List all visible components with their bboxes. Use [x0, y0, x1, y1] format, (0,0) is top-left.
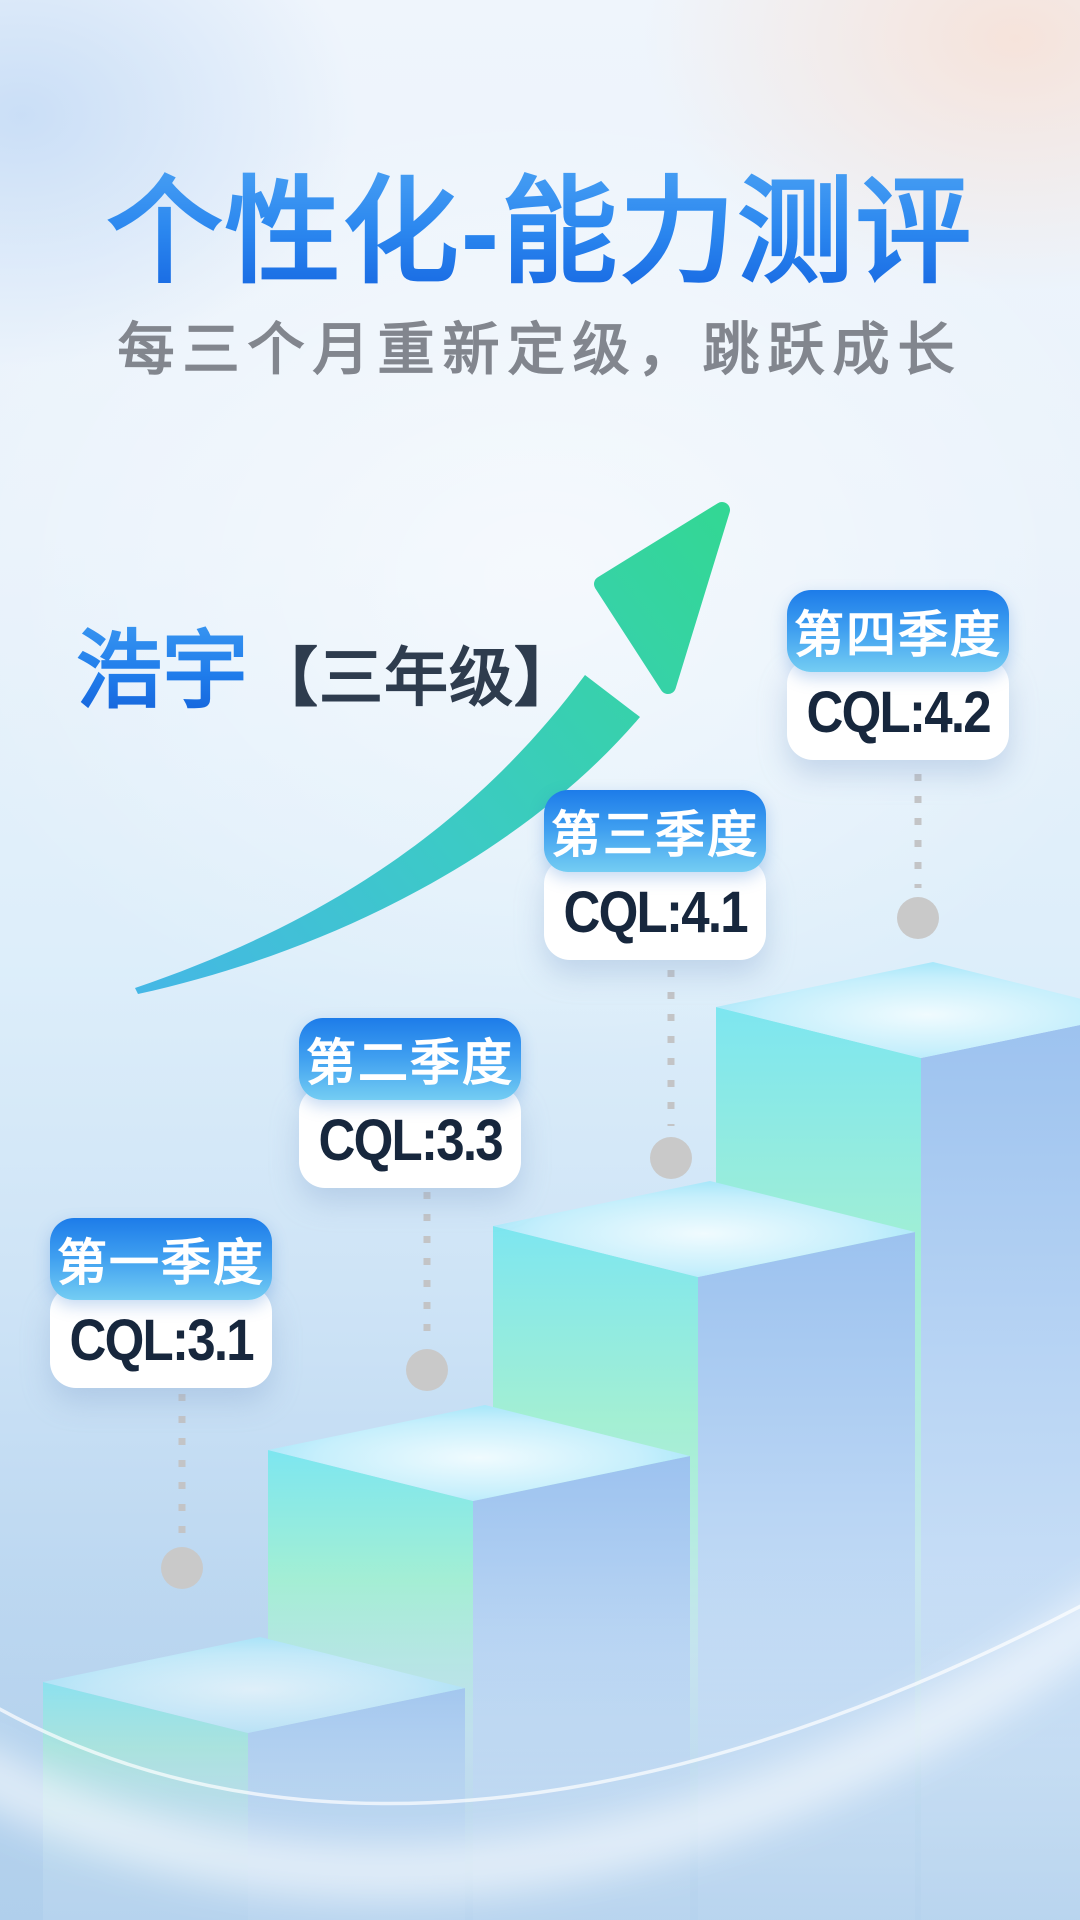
quarter-badge-4: 第四季度 CQL:4.2: [787, 590, 1009, 760]
student-name: 浩宇: [76, 600, 248, 725]
background-light-band: [0, 1595, 1080, 1899]
dot-q4: [897, 897, 939, 939]
growth-arrow-head: [594, 502, 730, 694]
quarter-1-label: 第一季度: [50, 1218, 272, 1300]
dot-q1: [161, 1547, 203, 1589]
stair-step-3-top-face: [493, 1181, 915, 1277]
quarter-4-score: CQL:4.2: [806, 679, 991, 745]
quarter-connectors: [178, 774, 922, 1538]
quarter-badge-1: 第一季度 CQL:3.1: [50, 1218, 272, 1388]
page-title: 个性化-能力测评: [0, 138, 1080, 306]
quarter-badge-3: 第三季度 CQL:4.1: [544, 790, 766, 960]
quarter-4-label: 第四季度: [787, 590, 1009, 672]
stair-step-4-top-face: [716, 962, 1080, 1058]
quarter-2-score: CQL:3.3: [318, 1107, 503, 1173]
dot-q2: [406, 1349, 448, 1391]
student-grade: 【三年级】: [254, 642, 579, 714]
quarter-1-score-card: CQL:3.1: [50, 1286, 272, 1388]
student-info: 浩宇 【三年级】: [76, 600, 579, 725]
dot-q3: [650, 1137, 692, 1179]
quarter-2-score-card: CQL:3.3: [299, 1086, 521, 1188]
quarter-3-score: CQL:4.1: [563, 879, 748, 945]
quarter-3-score-card: CQL:4.1: [544, 858, 766, 960]
quarter-4-score-card: CQL:4.2: [787, 658, 1009, 760]
growth-arrow-icon: [135, 502, 730, 994]
quarter-2-label: 第二季度: [299, 1018, 521, 1100]
stair-step-2-top-face: [268, 1405, 690, 1501]
page-subtitle: 每三个月重新定级，跳跃成长: [117, 318, 963, 382]
quarter-dots: [161, 897, 939, 1589]
quarter-1-score: CQL:3.1: [69, 1307, 254, 1373]
quarter-badge-2: 第二季度 CQL:3.3: [299, 1018, 521, 1188]
quarter-3-label: 第三季度: [544, 790, 766, 872]
background-arc-line: [0, 1604, 1080, 1806]
growth-arrow-shaft: [135, 675, 640, 994]
